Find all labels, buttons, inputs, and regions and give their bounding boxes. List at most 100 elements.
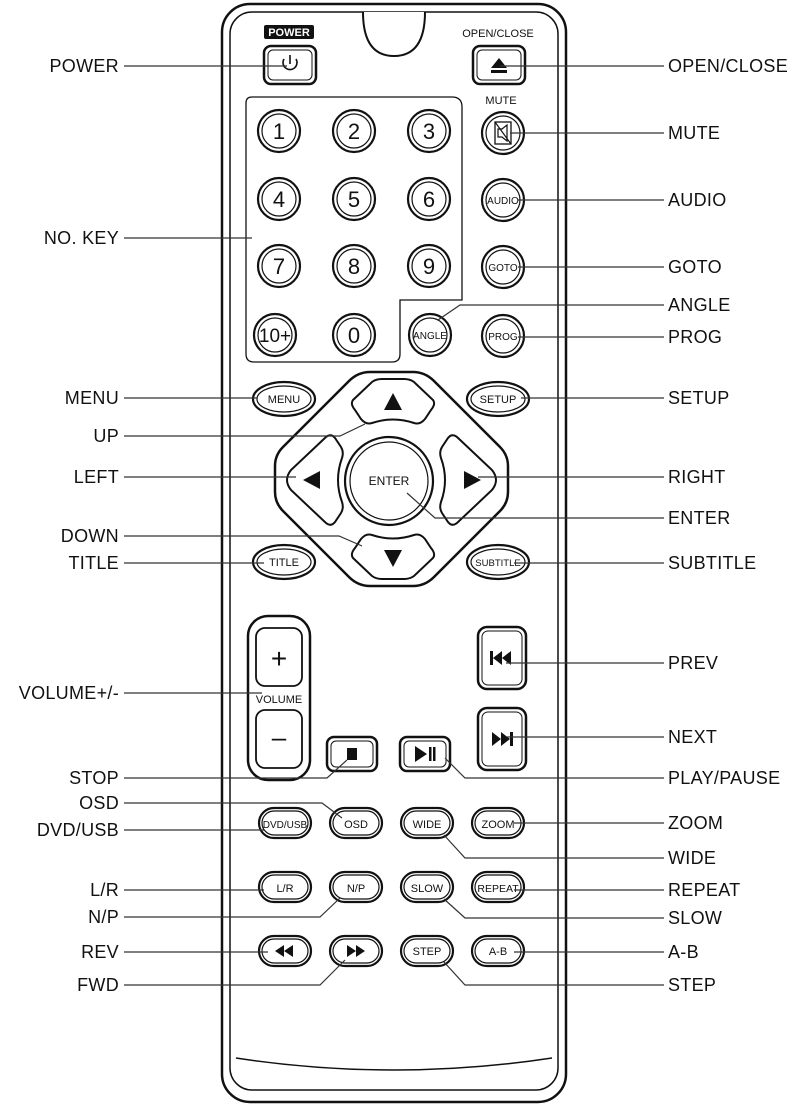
left-callouts: POWER NO. KEY MENU UP LEFT DOWN TITLE VO… bbox=[19, 56, 119, 995]
play-pause-icon bbox=[415, 746, 436, 762]
number-key-3[interactable]: 3 bbox=[406, 108, 452, 154]
right-arrow-icon bbox=[464, 471, 481, 489]
callout-power: POWER bbox=[49, 56, 119, 76]
angle-button[interactable]: ANGLE bbox=[407, 312, 453, 358]
callout-volume: VOLUME+/- bbox=[19, 683, 119, 703]
stop-button[interactable] bbox=[325, 735, 379, 773]
rev-button[interactable] bbox=[257, 934, 313, 968]
number-key-label: 5 bbox=[348, 187, 360, 212]
setup-key-label: SETUP bbox=[480, 394, 517, 406]
volume-down-label: – bbox=[272, 722, 287, 752]
np-button[interactable]: N/P bbox=[328, 870, 384, 904]
power-icon bbox=[282, 55, 298, 71]
wide-button[interactable]: WIDE bbox=[399, 806, 455, 840]
callout-right: RIGHT bbox=[668, 467, 726, 487]
fast-forward-icon bbox=[347, 945, 365, 957]
volume-caption: VOLUME bbox=[256, 694, 302, 706]
up-button[interactable] bbox=[350, 378, 436, 425]
callout-osd: OSD bbox=[79, 793, 119, 813]
enter-key-label: ENTER bbox=[369, 474, 410, 488]
callout-left: LEFT bbox=[74, 467, 119, 487]
fwd-button[interactable] bbox=[328, 934, 384, 968]
dvd-usb-key-label: DVD/USB bbox=[263, 820, 308, 831]
callout-audio: AUDIO bbox=[668, 190, 727, 210]
ab-button[interactable]: A-B bbox=[470, 934, 526, 968]
enter-button[interactable]: ENTER bbox=[343, 435, 435, 527]
callout-step: STEP bbox=[668, 975, 716, 995]
subtitle-button[interactable]: SUBTITLE bbox=[465, 543, 531, 581]
subtitle-key-label: SUBTITLE bbox=[475, 558, 520, 569]
number-key-5[interactable]: 5 bbox=[331, 176, 377, 222]
number-key-label: 7 bbox=[273, 254, 285, 279]
callout-angle: ANGLE bbox=[668, 295, 731, 315]
menu-key-label: MENU bbox=[268, 394, 300, 406]
lr-button[interactable]: L/R bbox=[257, 870, 313, 904]
number-key-4[interactable]: 4 bbox=[256, 176, 302, 222]
step-key-label: STEP bbox=[413, 946, 442, 958]
power-button[interactable] bbox=[262, 44, 318, 86]
callout-lr: L/R bbox=[90, 880, 119, 900]
power-caption: POWER bbox=[268, 27, 310, 39]
audio-button[interactable]: AUDIO bbox=[480, 177, 526, 223]
down-button[interactable] bbox=[350, 533, 436, 580]
step-button[interactable]: STEP bbox=[399, 934, 455, 968]
down-arrow-icon bbox=[384, 550, 402, 567]
number-key-8[interactable]: 8 bbox=[331, 243, 377, 289]
mute-button[interactable] bbox=[480, 110, 526, 156]
callout-title: TITLE bbox=[68, 553, 119, 573]
next-button[interactable] bbox=[476, 706, 528, 772]
zoom-key-label: ZOOM bbox=[482, 819, 515, 831]
np-key-label: N/P bbox=[347, 883, 365, 895]
callout-np: N/P bbox=[88, 907, 119, 927]
number-key-6[interactable]: 6 bbox=[406, 176, 452, 222]
slow-button[interactable]: SLOW bbox=[399, 870, 455, 904]
wide-key-label: WIDE bbox=[413, 819, 442, 831]
callout-enter: ENTER bbox=[668, 508, 731, 528]
volume-down-button[interactable]: – bbox=[255, 709, 303, 769]
skip-forward-icon bbox=[492, 732, 513, 746]
callout-wide: WIDE bbox=[668, 848, 716, 868]
callout-slow: SLOW bbox=[668, 908, 722, 928]
callout-goto: GOTO bbox=[668, 257, 722, 277]
callout-ab: A-B bbox=[668, 942, 699, 962]
number-key-0[interactable]: 0 bbox=[331, 312, 377, 358]
number-key-2[interactable]: 2 bbox=[331, 108, 377, 154]
callout-menu: MENU bbox=[65, 388, 119, 408]
right-callouts: OPEN/CLOSE MUTE AUDIO GOTO ANGLE PROG SE… bbox=[668, 56, 788, 995]
number-key-1[interactable]: 1 bbox=[256, 108, 302, 154]
number-key-label: 6 bbox=[423, 187, 435, 212]
callout-mute: MUTE bbox=[668, 123, 720, 143]
dvd-usb-button[interactable]: DVD/USB bbox=[257, 806, 313, 840]
open-close-button[interactable] bbox=[471, 44, 527, 86]
volume-up-button[interactable]: + bbox=[255, 627, 303, 687]
prog-button[interactable]: PROG bbox=[480, 313, 526, 359]
osd-button[interactable]: OSD bbox=[328, 806, 384, 840]
left-arrow-icon bbox=[303, 471, 320, 489]
lr-key-label: L/R bbox=[276, 883, 293, 895]
number-key-label: 2 bbox=[348, 119, 360, 144]
number-key-label: 0 bbox=[348, 323, 360, 348]
open-close-caption: OPEN/CLOSE bbox=[462, 28, 534, 40]
callout-no-key: NO. KEY bbox=[44, 228, 119, 248]
left-button[interactable] bbox=[285, 434, 344, 526]
callout-down: DOWN bbox=[61, 526, 119, 546]
callout-subtitle: SUBTITLE bbox=[668, 553, 756, 573]
repeat-button[interactable]: REPEAT bbox=[470, 870, 526, 904]
goto-key-label: GOTO bbox=[488, 263, 517, 274]
number-key-10-plus[interactable]: 10+ bbox=[252, 312, 298, 358]
number-key-7[interactable]: 7 bbox=[256, 243, 302, 289]
prev-button[interactable] bbox=[476, 625, 528, 691]
leader-lines bbox=[124, 65, 664, 986]
rewind-icon bbox=[275, 945, 293, 957]
number-key-label: 1 bbox=[273, 119, 285, 144]
play-pause-button[interactable] bbox=[398, 735, 452, 773]
setup-button[interactable]: SETUP bbox=[465, 380, 531, 418]
ab-key-label: A-B bbox=[489, 946, 507, 958]
title-button[interactable]: TITLE bbox=[251, 543, 317, 581]
repeat-key-label: REPEAT bbox=[477, 883, 519, 895]
number-key-9[interactable]: 9 bbox=[406, 243, 452, 289]
goto-button[interactable]: GOTO bbox=[480, 244, 526, 290]
right-button[interactable] bbox=[439, 434, 498, 526]
menu-button[interactable]: MENU bbox=[251, 380, 317, 418]
